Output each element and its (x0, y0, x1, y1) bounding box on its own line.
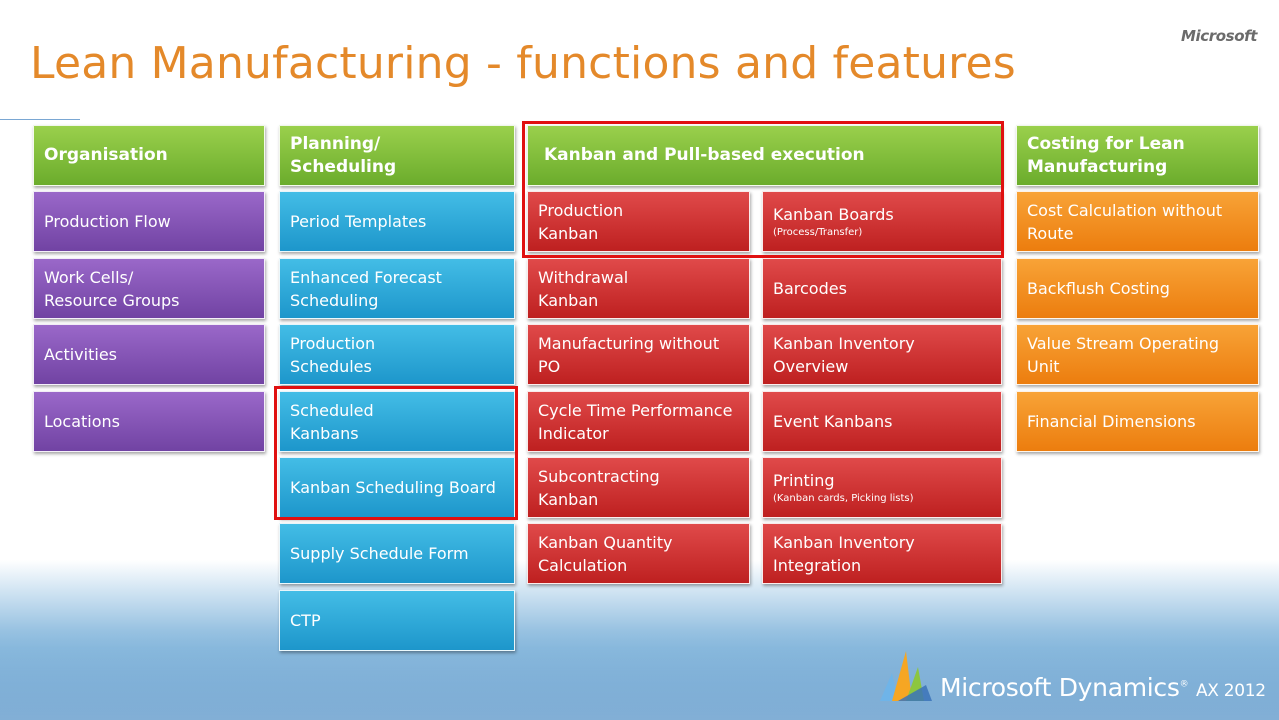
tile-label: Manufacturing without PO (538, 333, 720, 376)
tile-label: Kanban Inventory Integration (773, 532, 915, 575)
planning-tile: Period Templates (279, 191, 515, 252)
tile-label: Production Flow (44, 212, 171, 231)
tile-label: Withdrawal Kanban (538, 267, 629, 310)
tile-label: Financial Dimensions (1027, 412, 1196, 431)
costing-tile: Backflush Costing (1016, 258, 1259, 319)
costing-tile: Value Stream Operating Unit (1016, 324, 1259, 385)
organisation-header-label: Organisation (44, 145, 168, 165)
planning-header-label: Planning/ Scheduling (290, 133, 397, 177)
trademark-symbol: ® (1179, 679, 1189, 690)
slide-title: Lean Manufacturing - functions and featu… (30, 38, 1016, 89)
kanban-tile: Withdrawal Kanban (527, 258, 750, 319)
tile-label: Kanban Boards (773, 205, 894, 224)
costing-header: Costing for Lean Manufacturing (1016, 125, 1259, 186)
planning-header: Planning/ Scheduling (279, 125, 515, 186)
kanban-tile: Production Kanban (527, 191, 750, 252)
dynamics-logo-icon (880, 651, 932, 701)
tile-sublabel: (Kanban cards, Picking lists) (773, 493, 914, 504)
tile-label: Supply Schedule Form (290, 544, 469, 563)
planning-tile: Scheduled Kanbans (279, 391, 515, 452)
tile-label: Activities (44, 345, 117, 364)
planning-tile: Enhanced Forecast Scheduling (279, 258, 515, 319)
title-underline (0, 119, 80, 120)
tile-label: Subcontracting Kanban (538, 466, 660, 509)
kanban-tile: Event Kanbans (762, 391, 1002, 452)
tile-sublabel: (Process/Transfer) (773, 227, 863, 238)
kanban-tile: Manufacturing without PO (527, 324, 750, 385)
organisation-tile: Work Cells/ Resource Groups (33, 258, 265, 319)
tile-label: Event Kanbans (773, 412, 893, 431)
kanban-tile: Printing (Kanban cards, Picking lists) (762, 457, 1002, 518)
kanban-tile: Kanban Boards (Process/Transfer) (762, 191, 1002, 252)
tile-label: Enhanced Forecast Scheduling (290, 267, 442, 310)
costing-tile: Financial Dimensions (1016, 391, 1259, 452)
tile-label: Printing (773, 471, 835, 490)
organisation-tile: Activities (33, 324, 265, 385)
planning-tile: Production Schedules (279, 324, 515, 385)
dynamics-version: AX 2012 (1195, 681, 1266, 701)
tile-label: Kanban Inventory Overview (773, 333, 915, 376)
tile-label: Work Cells/ Resource Groups (44, 267, 180, 310)
tile-label: Kanban Quantity Calculation (538, 532, 673, 575)
kanban-header: Kanban and Pull-based execution (527, 125, 1002, 186)
kanban-tile: Kanban Inventory Integration (762, 523, 1002, 584)
planning-tile: Supply Schedule Form (279, 523, 515, 584)
tile-label: Cycle Time Performance Indicator (538, 400, 733, 443)
tile-label: Backflush Costing (1027, 279, 1170, 298)
tile-label: Production Kanban (538, 200, 624, 243)
bottom-gradient-band (0, 560, 1279, 720)
costing-header-label: Costing for Lean Manufacturing (1027, 133, 1185, 177)
organisation-tile: Locations (33, 391, 265, 452)
tile-label: Period Templates (290, 212, 427, 231)
kanban-tile: Kanban Inventory Overview (762, 324, 1002, 385)
kanban-tile: Cycle Time Performance Indicator (527, 391, 750, 452)
tile-label: Value Stream Operating Unit (1027, 333, 1219, 376)
tile-label: Kanban Scheduling Board (290, 478, 496, 497)
dynamics-logo: Microsoft Dynamics® AX 2012 (878, 645, 1266, 705)
dynamics-brand: Microsoft Dynamics (940, 673, 1180, 702)
tile-label: Barcodes (773, 279, 847, 298)
tile-label: Production Schedules (290, 333, 376, 376)
kanban-tile: Barcodes (762, 258, 1002, 319)
scheduling-highlight-frame (274, 386, 518, 520)
tile-label: CTP (290, 611, 321, 630)
kanban-header-label: Kanban and Pull-based execution (544, 145, 865, 165)
planning-tile: CTP (279, 590, 515, 651)
tile-label: Locations (44, 412, 121, 431)
kanban-highlight-frame (522, 121, 1004, 258)
dynamics-logo-text: Microsoft Dynamics® AX 2012 (940, 673, 1266, 702)
kanban-tile: Subcontracting Kanban (527, 457, 750, 518)
tile-label: Scheduled Kanbans (290, 400, 374, 443)
costing-tile: Cost Calculation without Route (1016, 191, 1259, 252)
microsoft-logo: Microsoft (1181, 27, 1257, 45)
organisation-tile: Production Flow (33, 191, 265, 252)
kanban-tile: Kanban Quantity Calculation (527, 523, 750, 584)
organisation-header: Organisation (33, 125, 265, 186)
tile-label: Cost Calculation without Route (1027, 200, 1223, 243)
